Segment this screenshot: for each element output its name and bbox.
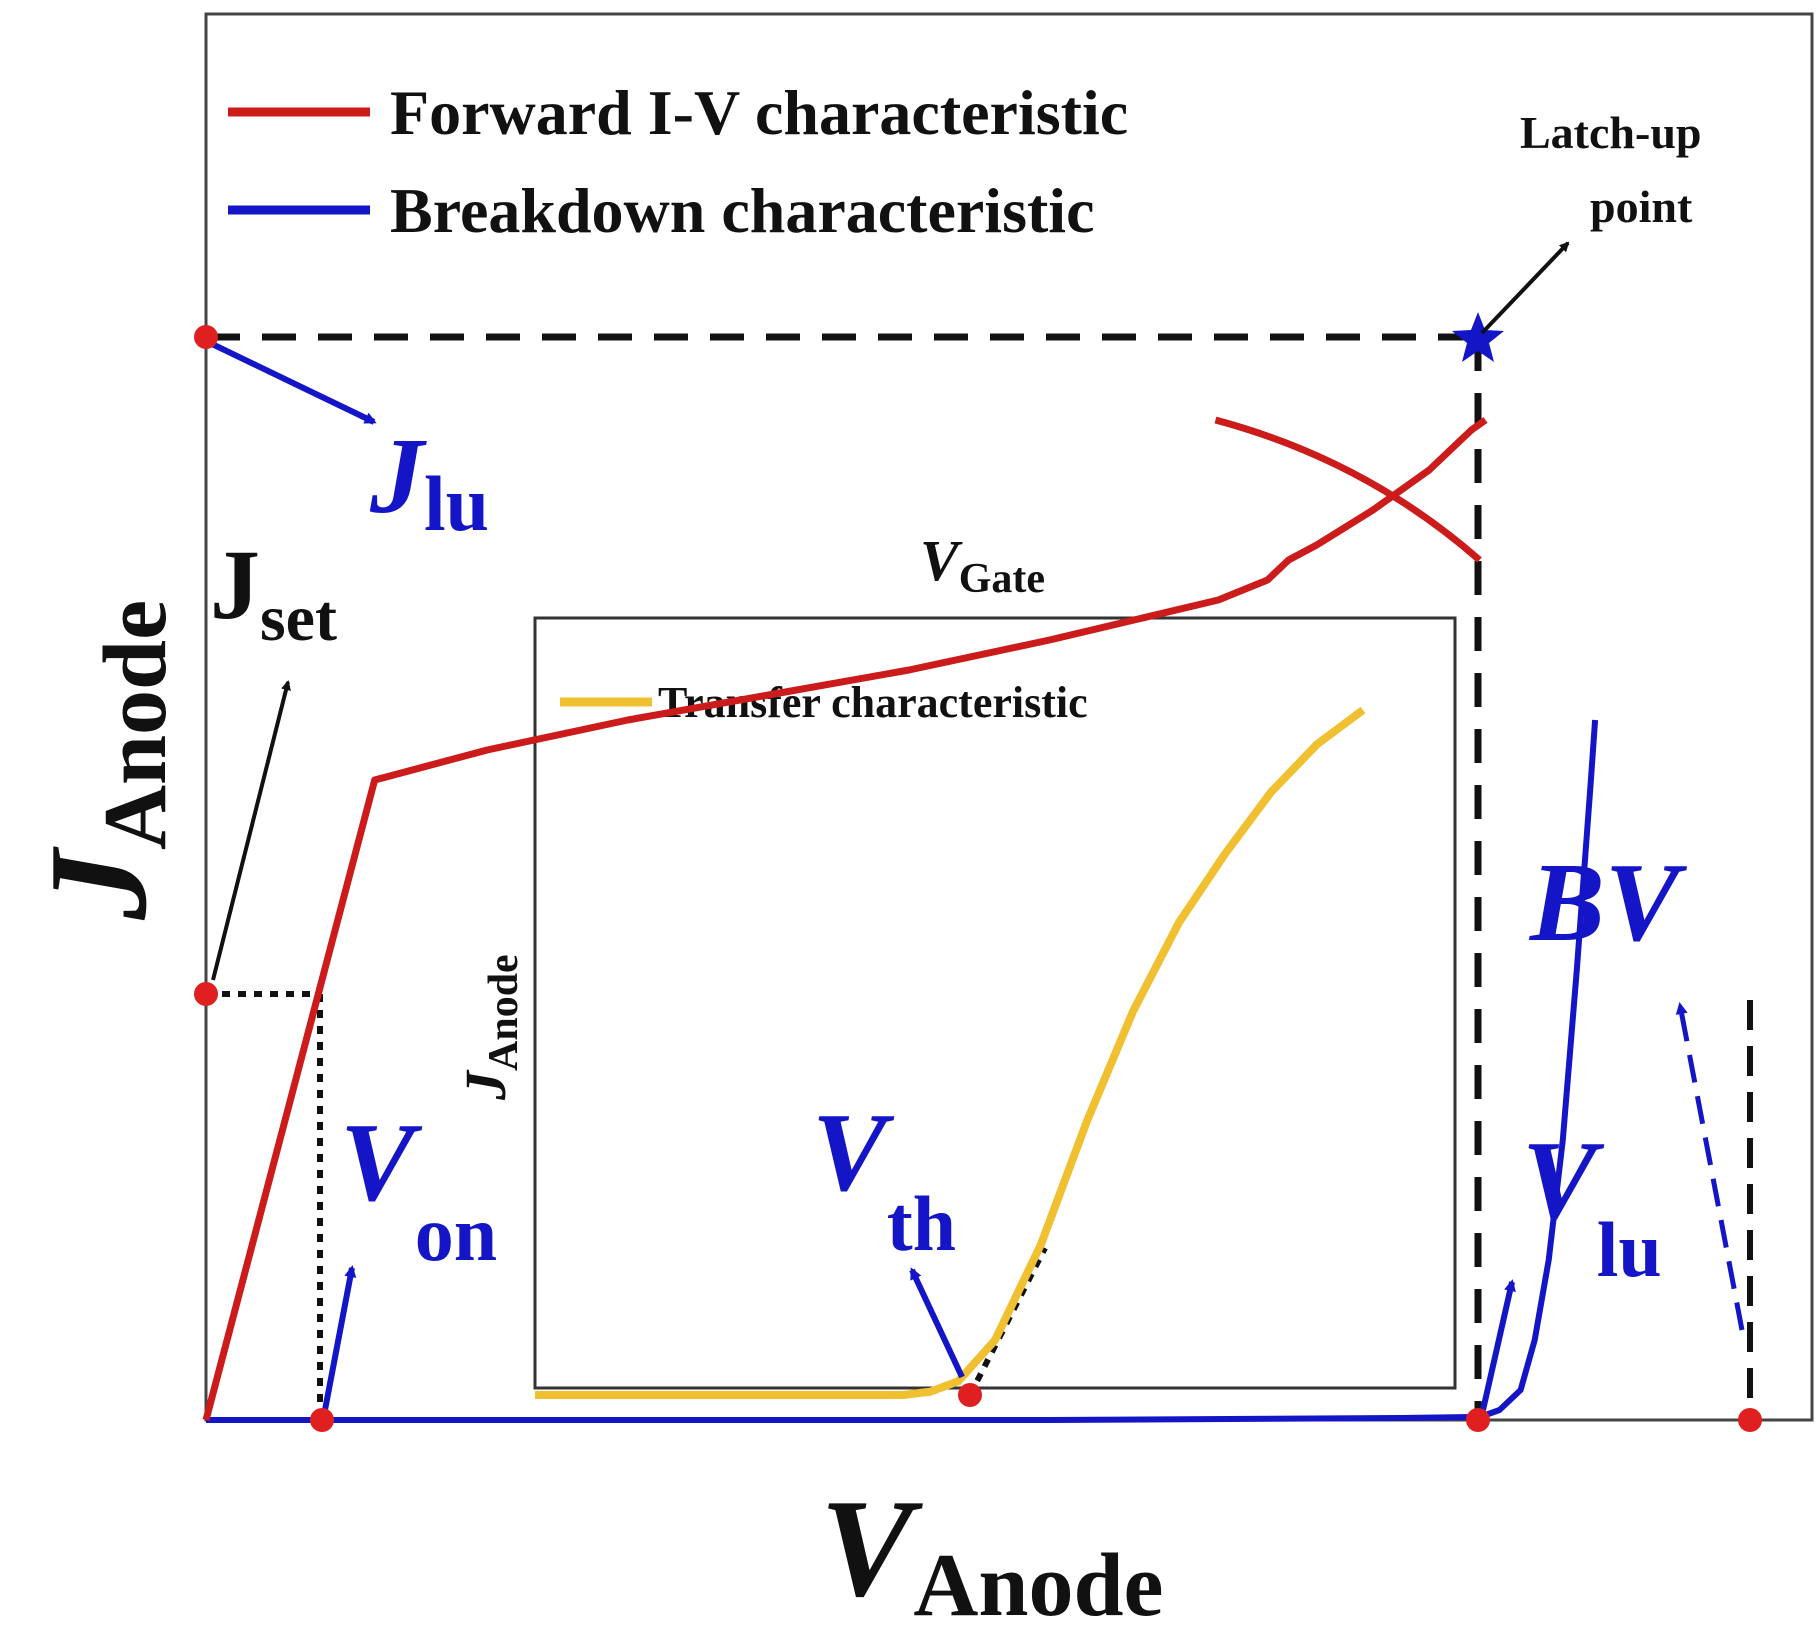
jset-point <box>194 982 218 1006</box>
latch-up-star-icon <box>1452 312 1504 362</box>
jlu-label: Jlu <box>369 417 489 547</box>
transfer-characteristic-line <box>535 706 1366 1399</box>
latch-up-label-line1: Latch-up <box>1520 107 1701 158</box>
annotations: Latch-up point Jlu Jset Von Vth Vlu BV <box>210 107 1701 1293</box>
jset-label: Jset <box>210 529 337 655</box>
forward-iv-snapback-line <box>1214 416 1482 563</box>
vlu-point <box>1466 1408 1490 1432</box>
key-points <box>194 325 1762 1432</box>
legend-label-breakdown: Breakdown characteristic <box>390 175 1094 246</box>
vth-label-arrow <box>909 1267 965 1379</box>
von-label: Von <box>340 1101 497 1277</box>
von-label-arrow <box>322 1265 357 1411</box>
arrows <box>208 241 1745 1411</box>
y-axis-label: JAnode <box>21 600 185 921</box>
x-axis-label: VAnode <box>820 1471 1163 1630</box>
inset-y-axis-label: JAnode <box>453 954 527 1101</box>
bv-point <box>1738 1408 1762 1432</box>
bv-label: BV <box>1528 841 1688 965</box>
legend: Forward I-V characteristic Breakdown cha… <box>228 77 1128 246</box>
vlu-label-arrow <box>1480 1279 1516 1411</box>
latch-up-label-line2: point <box>1590 181 1693 232</box>
forward-iv-characteristic-line <box>202 417 1488 1421</box>
vlu-label: Vlu <box>1522 1119 1662 1293</box>
breakdown-characteristic-line <box>206 719 1599 1423</box>
vth-label: Vth <box>812 1091 956 1267</box>
jlu-point <box>194 325 218 349</box>
bv-label-arrow <box>1675 1002 1745 1331</box>
jset-label-arrow <box>211 680 291 981</box>
legend-label-forward: Forward I-V characteristic <box>390 77 1128 148</box>
inset-frame <box>533 616 1457 1390</box>
jlu-label-arrow <box>208 340 377 425</box>
von-point <box>310 1408 334 1432</box>
latch-up-label-arrow <box>1480 241 1570 335</box>
vth-point <box>958 1383 982 1407</box>
inset-x-axis-label: VGate <box>920 528 1045 602</box>
